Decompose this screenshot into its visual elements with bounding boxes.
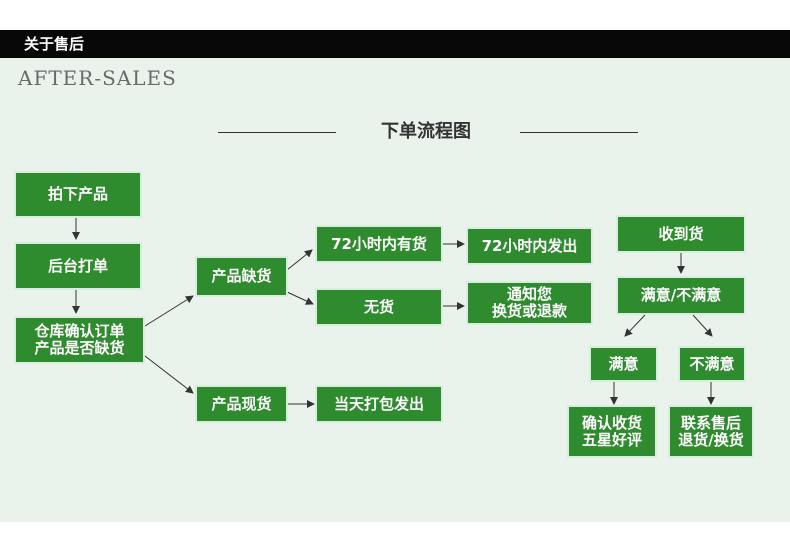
header-bar: 关于售后 [0,30,790,58]
arrow-satisfaction-to-notsatisfied [692,314,713,337]
node-warehouse-check: 仓库确认订单 产品是否缺货 [14,316,145,364]
title-divider-right [520,132,638,133]
node-no-stock: 无货 [315,288,443,326]
arrow-check-to-outofstock [144,295,194,327]
node-confirm-review: 确认收货 五星好评 [567,405,657,458]
arrow-outofstock-to-restock [286,249,313,271]
node-ship-today: 当天打包发出 [315,385,443,423]
arrow-outofstock-to-nostock [286,291,314,305]
node-restock-72h: 72小时内有货 [315,225,443,263]
node-order: 拍下产品 [14,171,142,218]
header-title: 关于售后 [24,35,85,53]
node-received: 收到货 [616,215,746,253]
node-in-stock: 产品现货 [195,385,288,423]
title-divider-left [218,132,336,133]
node-ship-72h: 72小时内发出 [466,227,593,265]
node-satisfied: 满意 [589,346,658,382]
node-backend: 后台打单 [14,242,142,290]
node-notify-exchange-refund: 通知您 换货或退款 [466,281,593,325]
arrow-satisfaction-to-satisfied [624,314,646,337]
header-subtitle: AFTER-SALES [18,66,177,90]
node-satisfaction: 满意/不满意 [616,276,746,315]
flow-title: 下单流程图 [381,121,471,142]
node-not-satisfied: 不满意 [678,346,746,382]
node-contact-service: 联系售后 退货/换货 [668,405,754,458]
node-out-of-stock: 产品缺货 [195,256,288,297]
arrow-check-to-instock [144,355,194,394]
